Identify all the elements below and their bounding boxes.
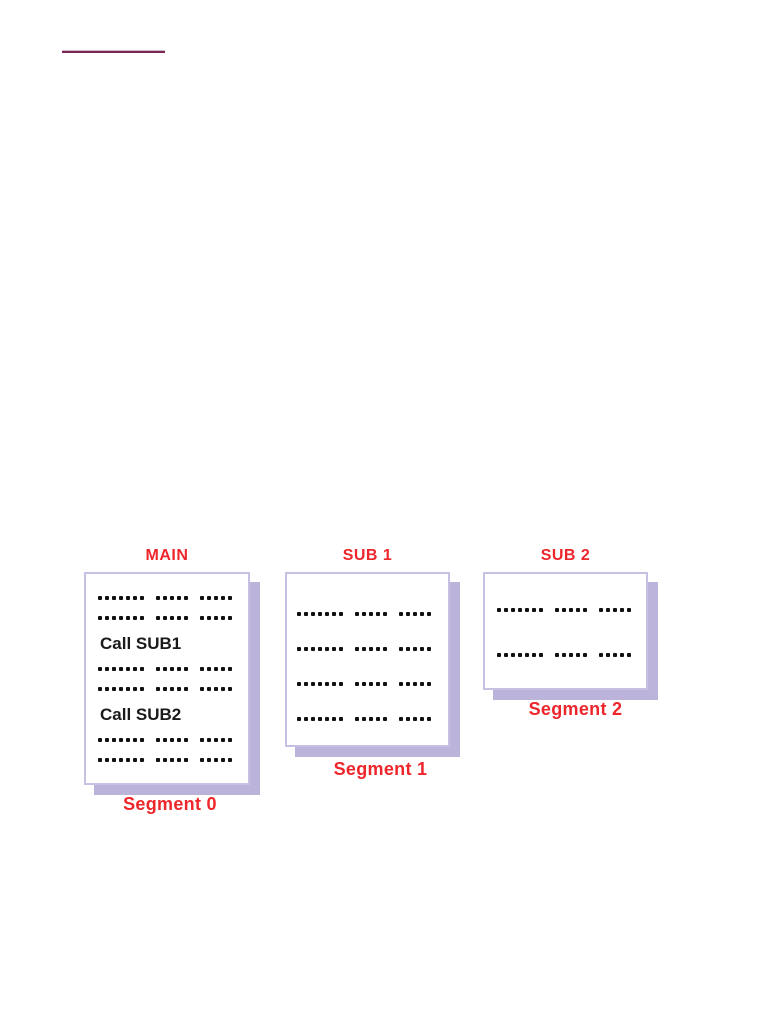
code-line-dots bbox=[98, 659, 248, 679]
dot-group bbox=[399, 716, 431, 721]
box-title-sub1: SUB 1 bbox=[342, 547, 393, 564]
code-line-dots bbox=[497, 632, 646, 677]
dot-group bbox=[399, 611, 431, 616]
dot-group bbox=[599, 652, 631, 657]
dot-group bbox=[200, 596, 232, 600]
dot-group bbox=[156, 596, 188, 600]
dot-group bbox=[497, 607, 543, 612]
dot-group bbox=[98, 738, 144, 742]
dot-group bbox=[399, 681, 431, 686]
dot-group bbox=[156, 758, 188, 762]
dot-group bbox=[98, 616, 144, 620]
segment-0-label: Segment 0 bbox=[123, 794, 217, 814]
dot-group bbox=[200, 738, 232, 742]
dot-group bbox=[98, 596, 144, 600]
code-line-dots bbox=[98, 608, 248, 628]
dot-group bbox=[200, 687, 232, 691]
code-line-dots bbox=[297, 631, 448, 666]
dot-group bbox=[156, 687, 188, 691]
dot-group bbox=[297, 716, 343, 721]
segment-box-sub1-content bbox=[287, 574, 448, 736]
dot-group bbox=[297, 646, 343, 651]
dot-group bbox=[98, 758, 144, 762]
code-line-dots bbox=[98, 588, 248, 608]
segment-box-sub1 bbox=[285, 572, 450, 747]
code-line-dots bbox=[98, 730, 248, 750]
dot-group bbox=[156, 616, 188, 620]
dot-group bbox=[98, 667, 144, 671]
dot-group bbox=[355, 716, 387, 721]
dot-group bbox=[555, 652, 587, 657]
dot-group bbox=[200, 758, 232, 762]
call-instruction: Call SUB1 bbox=[100, 633, 182, 653]
segment-1-label: Segment 1 bbox=[333, 759, 428, 779]
box-title-sub2: SUB 2 bbox=[540, 547, 591, 564]
code-line-dots bbox=[98, 750, 248, 770]
header-rule bbox=[62, 50, 165, 53]
dot-group bbox=[599, 607, 631, 612]
code-line-dots bbox=[98, 679, 248, 699]
dot-group bbox=[399, 646, 431, 651]
dot-group bbox=[297, 681, 343, 686]
dot-group bbox=[156, 738, 188, 742]
code-line-dots bbox=[297, 666, 448, 701]
code-line-dots bbox=[297, 701, 448, 736]
dot-group bbox=[156, 667, 188, 671]
dot-group bbox=[355, 646, 387, 651]
segment-2-label: Segment 2 bbox=[528, 699, 623, 719]
call-instruction: Call SUB2 bbox=[100, 704, 182, 724]
code-line-dots bbox=[297, 596, 448, 631]
segment-box-sub2-content bbox=[485, 574, 646, 677]
segment-box-sub2 bbox=[483, 572, 648, 690]
dot-group bbox=[297, 611, 343, 616]
dot-group bbox=[200, 667, 232, 671]
box-title-main: MAIN bbox=[145, 547, 189, 564]
dot-group bbox=[200, 616, 232, 620]
dot-group bbox=[355, 681, 387, 686]
dot-group bbox=[497, 652, 543, 657]
dot-group bbox=[355, 611, 387, 616]
code-line-dots bbox=[497, 587, 646, 632]
dot-group bbox=[555, 607, 587, 612]
dot-group bbox=[98, 687, 144, 691]
